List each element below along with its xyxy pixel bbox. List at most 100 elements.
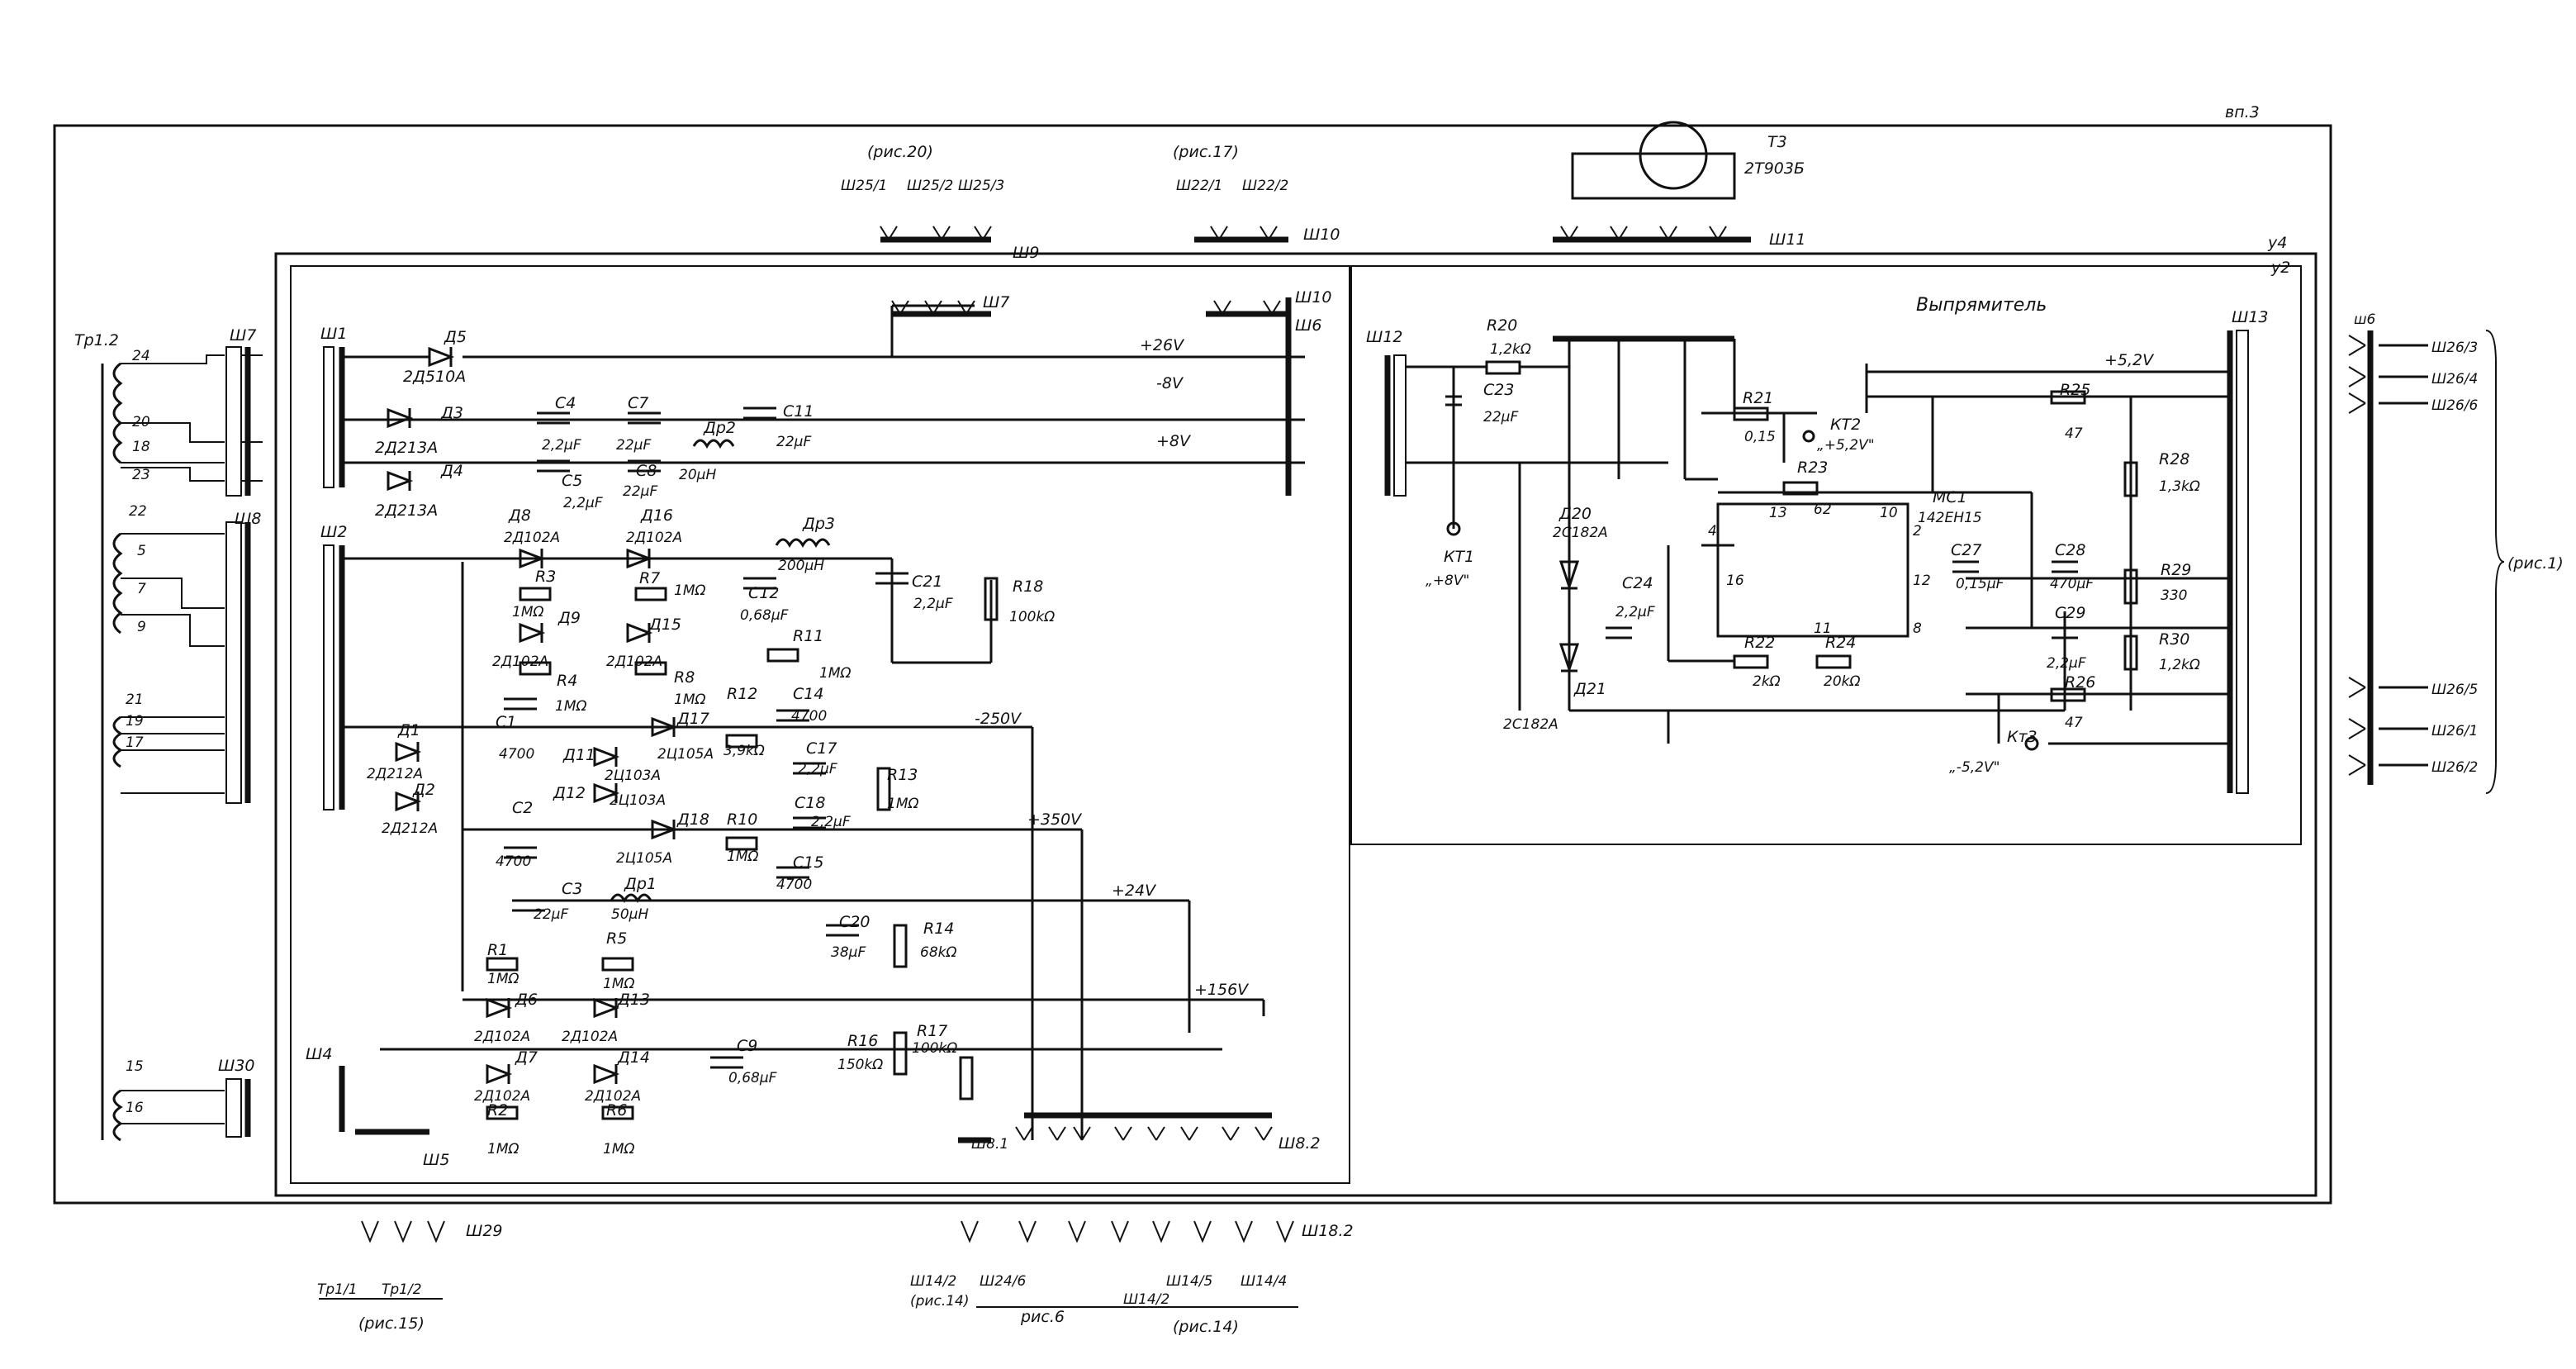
sh29-xref-a: Тр1/1 bbox=[317, 1281, 358, 1298]
d11-value: 2Ц103А bbox=[605, 768, 661, 784]
tap-9: 9 bbox=[137, 619, 146, 635]
d13-value: 2Д102А bbox=[562, 1029, 618, 1045]
transistor-ref: Т3 bbox=[1767, 133, 1787, 151]
rail-plus26: +26V bbox=[1140, 336, 1185, 354]
r20-value: 1,2kΩ bbox=[1490, 341, 1531, 358]
r2-value: 1МΩ bbox=[487, 1141, 519, 1157]
sh10-label: Ш10 bbox=[1295, 288, 1332, 307]
ic-pin-10: 10 bbox=[1880, 505, 1898, 521]
transformer-tr1-2 bbox=[101, 354, 225, 1142]
rail-plus5-2: +5,2V bbox=[2104, 351, 2155, 369]
r3-value: 1МΩ bbox=[512, 604, 543, 620]
c2-label: C2 bbox=[512, 799, 533, 817]
connector-sh1 bbox=[323, 346, 345, 488]
block-y4-label: у4 bbox=[2267, 234, 2287, 252]
sh29-label: Ш29 bbox=[466, 1222, 503, 1240]
d18-value: 2Ц105А bbox=[616, 850, 672, 867]
sh8-2-label: Ш8.2 bbox=[1279, 1134, 1321, 1153]
sh12-label: Ш12 bbox=[1366, 328, 1403, 346]
c21-label: C21 bbox=[912, 573, 942, 591]
rail-plus350: +350V bbox=[1027, 810, 1083, 829]
connector-sh7-top bbox=[891, 300, 991, 317]
r28-label: R28 bbox=[2159, 450, 2189, 468]
outer-frame bbox=[53, 124, 2332, 1205]
c9-label: C9 bbox=[737, 1037, 757, 1055]
sh29-xref-b: Тр1/2 bbox=[382, 1281, 422, 1298]
tap-21: 21 bbox=[126, 692, 144, 708]
out-xref-1: Ш26/3 bbox=[2431, 340, 2478, 356]
dr2-label: Др2 bbox=[703, 419, 736, 437]
d13-label: Д13 bbox=[617, 991, 650, 1009]
c8-label: C8 bbox=[636, 462, 657, 480]
rail-plus8: +8V bbox=[1156, 432, 1192, 450]
sh9-label: Ш9 bbox=[1013, 244, 1039, 262]
rail-plus24: +24V bbox=[1112, 882, 1157, 900]
fig14a-ref: (рис.14) bbox=[910, 1293, 970, 1310]
d8-label: Д8 bbox=[508, 506, 531, 525]
c11-value: 22μF bbox=[776, 434, 811, 450]
c1-value: 4700 bbox=[499, 746, 534, 763]
c5-label: C5 bbox=[562, 472, 582, 490]
out-xref-4: Ш26/5 bbox=[2431, 682, 2478, 698]
r7-label: R7 bbox=[639, 569, 660, 587]
c28-value: 470μF bbox=[2050, 576, 2094, 592]
c18-label: C18 bbox=[795, 794, 825, 812]
d4-label: Д4 bbox=[440, 462, 463, 480]
power-board-components bbox=[387, 346, 999, 1120]
kt3-label: Кт3 bbox=[2007, 728, 2038, 746]
connector-sh2 bbox=[323, 544, 345, 810]
rectifier-frame bbox=[1350, 265, 2302, 845]
d9-label: Д9 bbox=[557, 609, 581, 627]
r18-label: R18 bbox=[1013, 578, 1043, 596]
r30-label: R30 bbox=[2159, 630, 2189, 649]
sh1-label: Ш1 bbox=[320, 325, 347, 343]
r24-label: R24 bbox=[1825, 634, 1856, 652]
d11-label: Д11 bbox=[562, 746, 595, 764]
ms1-value: 142ЕН15 bbox=[1918, 510, 1982, 526]
connector-sh10-top bbox=[1206, 300, 1288, 317]
kt2-label: КТ2 bbox=[1830, 416, 1861, 434]
d5-label: Д5 bbox=[444, 328, 467, 346]
d14-value: 2Д102А bbox=[585, 1088, 641, 1105]
r8-value: 1МΩ bbox=[674, 692, 705, 708]
d9-value: 2Д102А bbox=[492, 654, 548, 670]
c7-value: 22μF bbox=[616, 437, 651, 454]
d6-value: 2Д102А bbox=[474, 1029, 530, 1045]
sh8-label: Ш8 bbox=[235, 510, 261, 528]
r11-value: 1МΩ bbox=[819, 665, 851, 682]
connector-sh8-left bbox=[225, 521, 251, 804]
c3-label: C3 bbox=[562, 880, 582, 898]
r25-value: 47 bbox=[2065, 425, 2083, 442]
sh30-label: Ш30 bbox=[218, 1057, 255, 1075]
sh6-label: Ш6 bbox=[1295, 316, 1321, 335]
d2-value: 2Д212А bbox=[382, 820, 438, 837]
d12-value: 2Ц103А bbox=[610, 792, 666, 809]
r18-value: 100kΩ bbox=[1009, 609, 1055, 625]
bottom-xref-a: Ш14/2 bbox=[910, 1273, 956, 1290]
sh9-xref-c: Ш25/3 bbox=[958, 178, 1004, 194]
r3-label: R3 bbox=[535, 568, 556, 586]
transistor-t3-symbol bbox=[1639, 121, 1708, 190]
r17-value: 100kΩ bbox=[912, 1040, 957, 1057]
sh5-label: Ш5 bbox=[423, 1151, 449, 1169]
r8-label: R8 bbox=[674, 668, 695, 687]
d17-value: 2Ц105А bbox=[657, 746, 714, 763]
c15-label: C15 bbox=[793, 853, 823, 872]
fig15-ref: (рис.15) bbox=[358, 1314, 425, 1333]
c29-value: 2,2μF bbox=[2047, 655, 2086, 672]
d1-label: Д1 bbox=[397, 721, 420, 739]
c15-value: 4700 bbox=[776, 877, 812, 893]
ic-ms1-body bbox=[1716, 502, 1909, 638]
c12-value: 0,68μF bbox=[740, 607, 789, 624]
rectifier-title: Выпрямитель bbox=[1916, 295, 2047, 316]
block-y2-label: у2 bbox=[2270, 259, 2290, 277]
d20-label: Д20 bbox=[1558, 505, 1592, 523]
rail-minus250: -250V bbox=[975, 710, 1022, 728]
d15-value: 2Д102А bbox=[606, 654, 662, 670]
c3-value: 22μF bbox=[534, 906, 568, 923]
transistor-type: 2Т903Б bbox=[1744, 159, 1805, 178]
r21-value: 0,15 bbox=[1744, 429, 1776, 445]
c12-label: C12 bbox=[748, 584, 779, 602]
ic-pin-13: 13 bbox=[1769, 505, 1787, 521]
